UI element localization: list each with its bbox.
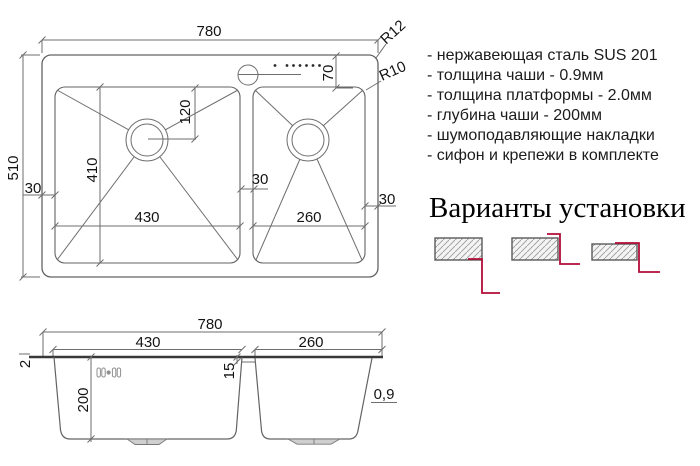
dim-780	[38, 36, 382, 53]
label-0-9: 0,9	[374, 386, 395, 403]
spec-item: - толщина платформы - 2.0мм	[427, 87, 652, 104]
dim-15	[233, 353, 256, 366]
left-bowl-diagonals	[56, 89, 239, 261]
label-15: 15	[221, 363, 238, 380]
spec-item: - сифон и крепежи в комплекте	[427, 147, 659, 164]
label-200: 200	[75, 387, 92, 412]
dim-430-top	[51, 222, 244, 230]
optional-holes-dots	[273, 64, 321, 67]
dim-30-center	[237, 185, 268, 193]
r12-leader	[375, 43, 387, 59]
dim-430-front	[49, 345, 246, 356]
drain-bumps	[125, 438, 342, 445]
right-bowl-section	[254, 357, 373, 440]
front-view-drawing: 780 430 260 2 200 15 0,9	[17, 316, 397, 445]
spec-item: - шумоподавляющие накладки	[427, 127, 655, 144]
left-bowl-outline	[54, 86, 241, 264]
mount-option-flush	[511, 233, 580, 265]
label-30-right: 30	[379, 191, 396, 208]
countertop-section	[434, 237, 483, 261]
dim-200	[87, 353, 95, 443]
mount-option-undermount	[434, 237, 500, 294]
right-bowl-diagonals	[254, 89, 364, 261]
countertop-section	[591, 243, 638, 261]
label-780-front: 780	[197, 316, 222, 333]
label-2: 2	[17, 360, 34, 368]
dim-70	[332, 52, 353, 92]
label-510: 510	[5, 155, 22, 180]
faucet-hole-icon	[237, 64, 301, 86]
dim-780-front	[39, 328, 386, 356]
spec-item: - нержавеющая сталь SUS 201	[427, 47, 658, 64]
sink-outline	[41, 54, 379, 278]
spec-item: - толщина чаши - 0.9мм	[427, 67, 604, 84]
dim-30-right	[361, 202, 396, 210]
label-780-top: 780	[196, 23, 221, 40]
overflow-holes-icon	[96, 367, 122, 378]
right-bowl-outline	[252, 86, 366, 264]
front-view-lines	[19, 328, 397, 445]
label-410: 410	[84, 157, 101, 182]
label-r10: R10	[377, 58, 409, 85]
r10-leader	[365, 80, 382, 91]
label-30-center: 30	[252, 171, 269, 188]
right-drain-icon	[286, 118, 330, 162]
label-r12: R12	[377, 17, 409, 48]
label-120: 120	[177, 99, 194, 124]
countertop-section	[511, 237, 559, 261]
label-430-front: 430	[135, 334, 160, 351]
top-view-lines	[19, 36, 396, 281]
dim-410	[96, 83, 104, 267]
left-drain-icon	[125, 118, 169, 162]
spec-list: - нержавеющая сталь SUS 201 - толщина ча…	[427, 46, 692, 166]
dim-120	[148, 84, 199, 143]
label-30-left: 30	[25, 180, 42, 197]
top-view-drawing: 780 510 430 260 410 120 70 30 30 30 R12 …	[5, 17, 409, 281]
dim-260-top	[249, 222, 369, 230]
mount-option-overlay	[591, 242, 660, 273]
installation-title: Варианты установки	[429, 192, 686, 224]
sink-rim-profile	[615, 242, 660, 273]
installation-diagrams	[434, 233, 660, 294]
dim-30-left	[23, 191, 59, 199]
label-260-front: 260	[298, 334, 323, 351]
spec-item: - глубина чаши - 200мм	[427, 107, 602, 124]
sink-rim-profile	[547, 233, 580, 265]
dim-510	[19, 51, 40, 281]
sink-rim-profile	[468, 258, 500, 294]
label-260-top: 260	[296, 209, 321, 226]
label-70: 70	[320, 65, 337, 82]
label-430-top: 430	[134, 209, 159, 226]
